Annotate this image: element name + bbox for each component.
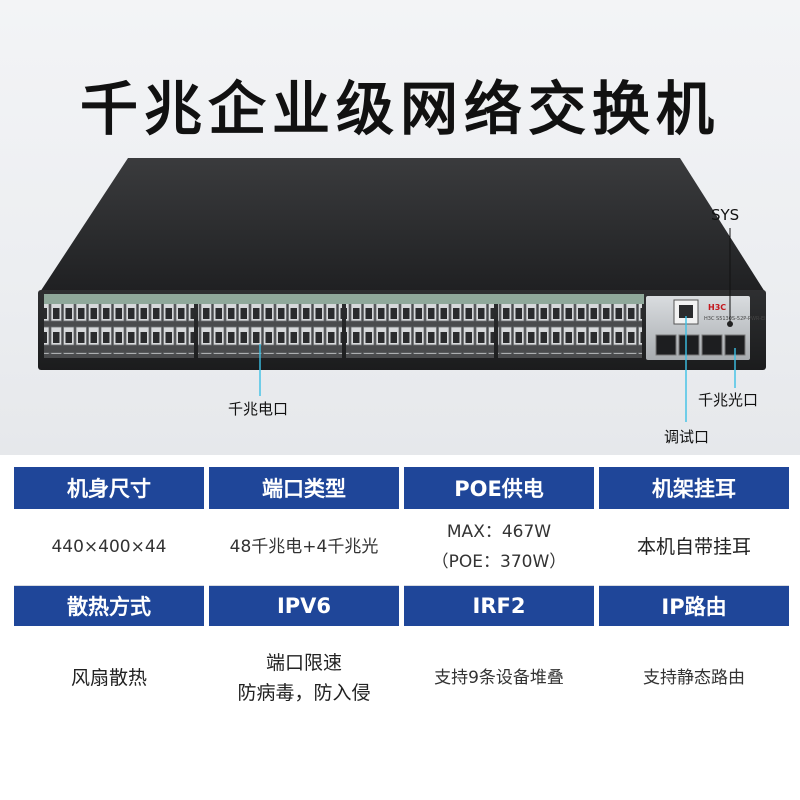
page-title: 千兆企业级网络交换机 xyxy=(79,75,720,143)
sys-led xyxy=(727,321,733,327)
spec-header-ipv6: IPV6 xyxy=(209,586,399,626)
spec-value-poe: MAX：467W （POE：370W） xyxy=(404,509,594,586)
spec-header-cooling: 散热方式 xyxy=(14,586,204,626)
spec-value-line: 支持静态路由 xyxy=(643,668,745,688)
spec-header-ip-routing: IP路由 xyxy=(599,586,789,626)
spec-value-line: 支持9条设备堆叠 xyxy=(434,668,564,688)
spec-value-ipv6: 端口限速 防病毒，防入侵 xyxy=(209,626,399,730)
spec-value-line: 端口限速 xyxy=(265,652,342,674)
spec-value-line: 防病毒，防入侵 xyxy=(237,682,371,704)
port-label-strip xyxy=(44,294,644,304)
electrical-port-blocks xyxy=(44,304,642,358)
spec-header-size: 机身尺寸 xyxy=(14,467,204,509)
spec-value-line: MAX：467W xyxy=(446,522,552,542)
spec-value-irf2: 支持9条设备堆叠 xyxy=(404,626,594,730)
spec-header-port-type: 端口类型 xyxy=(209,467,399,509)
model-text: H3C S5130S-52P-PWR-EI xyxy=(704,316,766,322)
spec-value-size: 440×400×44 xyxy=(14,509,204,586)
spec-value-line: 440×400×44 xyxy=(51,537,167,557)
switch-illustration: H3C H3C S5130S-52P-PWR-EI xyxy=(38,158,766,422)
spec-value-line: 本机自带挂耳 xyxy=(636,536,751,558)
spec-value-cooling: 风扇散热 xyxy=(14,626,204,730)
spec-table: 机身尺寸 端口类型 POE供电 机架挂耳 440×400×44 48千兆电+4千… xyxy=(14,467,791,798)
callout-gigabit-optical: 千兆光口 xyxy=(698,391,759,409)
spec-value-port-type: 48千兆电+4千兆光 xyxy=(209,509,399,586)
spec-value-line: 48千兆电+4千兆光 xyxy=(229,537,379,557)
brand-logo: H3C xyxy=(708,303,726,312)
callout-gigabit-electrical: 千兆电口 xyxy=(228,400,289,418)
spec-header-rack-ears: 机架挂耳 xyxy=(599,467,789,509)
spec-value-rack-ears: 本机自带挂耳 xyxy=(599,509,789,586)
callout-debug-port: 调试口 xyxy=(664,428,710,446)
callout-sys: SYS xyxy=(711,206,740,224)
spec-value-line: （POE：370W） xyxy=(431,552,567,572)
spec-header-poe: POE供电 xyxy=(404,467,594,509)
spec-header-irf2: IRF2 xyxy=(404,586,594,626)
chassis-top xyxy=(40,158,765,292)
spec-value-ip-routing: 支持静态路由 xyxy=(599,626,789,730)
optical-ports xyxy=(655,334,746,356)
spec-value-line: 风扇散热 xyxy=(70,667,147,689)
